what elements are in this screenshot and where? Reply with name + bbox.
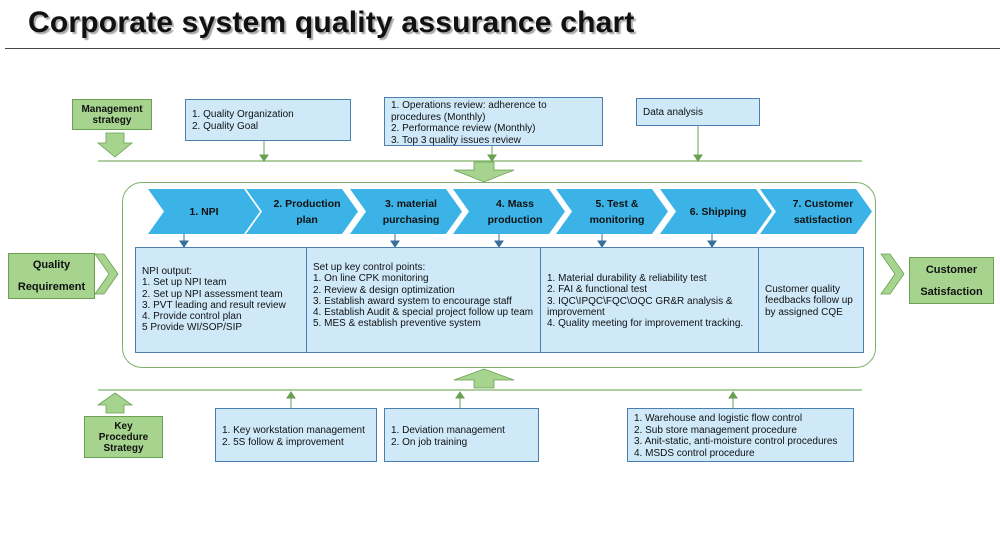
operations-item-1: 1. Operations review: adherence to proce… <box>391 100 547 123</box>
control-line: 3. Establish award system to encourage s… <box>313 295 512 307</box>
operations-item-2: 2. Performance review (Monthly) <box>391 123 536 134</box>
management-strategy-line2: strategy <box>92 114 132 126</box>
chevron-step-material-purchasing <box>350 189 462 234</box>
quality-requirement-line1: Quality <box>32 259 71 271</box>
step-npi-label: 1. NPI <box>189 205 219 218</box>
process-chevrons <box>148 189 872 234</box>
warehouse-item-1: 1. Warehouse and logistic flow control <box>634 413 803 424</box>
page-title: Corporate system quality assurance chart <box>28 6 635 39</box>
data-analysis-box: Data analysis <box>636 98 760 126</box>
test-line: 2. FAI & functional test <box>547 284 648 296</box>
workstation-item-2: 2. 5S follow & improvement <box>222 436 344 448</box>
npi-output-cell: NPI output: 1. Set up NPI team 2. Set up… <box>136 248 306 352</box>
right-output-arrow-icon <box>880 253 905 295</box>
customer-satisfaction-line1: Customer <box>925 263 978 276</box>
test-line: 4. Quality meeting for improvement track… <box>547 318 744 330</box>
process-details-row: NPI output: 1. Set up NPI team 2. Set up… <box>135 247 864 353</box>
management-strategy-line1: Management <box>81 103 143 115</box>
key-procedure-line3: Strategy <box>103 442 144 454</box>
warehouse-item-4: 4. MSDS control procedure <box>634 447 755 459</box>
process-panel <box>122 182 876 368</box>
left-input-arrow-icon <box>94 253 119 295</box>
quality-org-item-2: 2. Quality Goal <box>192 120 259 132</box>
test-line: 3. IQC\IPQC\FQC\OQC GR&R analysis & impr… <box>547 295 733 318</box>
control-line: 2. Review & design optimization <box>313 284 455 296</box>
npi-line: NPI output: <box>142 266 193 277</box>
management-down-arrow-icon <box>96 132 134 158</box>
chevron-step-npi <box>148 189 260 234</box>
procedure-up-arrow-icon <box>96 392 134 414</box>
control-line: 1. On line CPK monitoring <box>313 273 429 285</box>
cell-divider <box>758 248 759 352</box>
deviation-management-box: 1. Deviation management 2. On job traini… <box>384 408 539 462</box>
control-line: Set up key control points: <box>313 262 426 273</box>
customer-feedback-cell: Customer quality feedbacks follow up by … <box>759 248 863 352</box>
control-line: 4. Establish Audit & special project fol… <box>313 307 534 319</box>
npi-line: 3. PVT leading and result review <box>142 299 286 311</box>
customer-satisfaction-box: Customer Satisfaction <box>909 257 994 304</box>
deviation-item-2: 2. On job training <box>391 436 468 448</box>
key-control-points-cell: Set up key control points: 1. On line CP… <box>307 248 540 352</box>
chevron-step-customer-satisfaction <box>760 189 872 234</box>
center-down-arrow-icon <box>453 161 515 183</box>
quality-org-item-1: 1. Quality Organization <box>192 109 294 120</box>
title-divider <box>5 48 1000 49</box>
test-line: 1. Material durability & reliability tes… <box>547 273 707 284</box>
step-shipping-label: 6. Shipping <box>689 205 747 218</box>
center-up-arrow-icon <box>453 368 515 389</box>
test-monitoring-cell: 1. Material durability & reliability tes… <box>541 248 758 352</box>
npi-line: 4. Provide control plan <box>142 311 242 323</box>
data-analysis-label: Data analysis <box>643 107 704 118</box>
chevron-step-test-monitoring <box>556 189 668 234</box>
warehouse-control-box: 1. Warehouse and logistic flow control 2… <box>627 408 854 462</box>
step-test-monitoring-label: 5. Test &monitoring <box>589 197 645 226</box>
management-strategy-box: Management strategy <box>72 99 152 130</box>
cell-divider <box>306 248 307 352</box>
customer-satisfaction-line2: Satisfaction <box>920 285 983 298</box>
operations-item-3: 3. Top 3 quality issues review <box>391 134 521 146</box>
deviation-item-1: 1. Deviation management <box>391 425 505 436</box>
warehouse-item-3: 3. Anit-static, anti-moisture control pr… <box>634 436 838 447</box>
quality-requirement-box: Quality Requirement <box>8 253 95 299</box>
customer-line: Customer quality feedbacks follow up by … <box>765 284 853 318</box>
chevron-step-shipping <box>660 189 772 234</box>
quality-requirement-line2: Requirement <box>17 281 86 293</box>
cell-divider <box>540 248 541 352</box>
key-procedure-strategy-box: Key Procedure Strategy <box>84 416 163 458</box>
npi-line: 2. Set up NPI assessment team <box>142 288 283 300</box>
workstation-management-box: 1. Key workstation management 2. 5S foll… <box>215 408 377 462</box>
chevron-step-production-plan <box>246 189 358 234</box>
warehouse-item-2: 2. Sub store management procedure <box>634 424 797 436</box>
control-line: 5. MES & establish preventive system <box>313 318 481 330</box>
key-procedure-line2: Procedure <box>98 431 149 443</box>
npi-line: 1. Set up NPI team <box>142 277 227 289</box>
key-procedure-line1: Key <box>114 420 133 432</box>
npi-line: 5 Provide WI/SOP/SIP <box>142 322 243 334</box>
workstation-item-1: 1. Key workstation management <box>222 425 365 436</box>
operations-review-box: 1. Operations review: adherence to proce… <box>384 97 603 146</box>
chevron-step-mass-production <box>453 189 565 234</box>
quality-organization-box: 1. Quality Organization 2. Quality Goal <box>185 99 351 141</box>
